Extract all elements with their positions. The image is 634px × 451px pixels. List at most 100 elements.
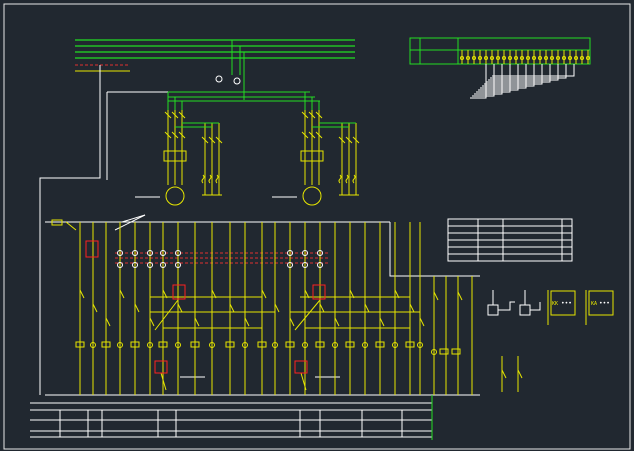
lamp-element xyxy=(209,342,215,348)
lamp-element xyxy=(147,342,153,348)
terminal-point xyxy=(466,56,470,60)
terminal-point xyxy=(490,56,494,60)
coil-element xyxy=(257,341,267,348)
lamp-element xyxy=(90,342,96,348)
main-isolator-switch xyxy=(215,40,245,100)
coil-element xyxy=(190,341,200,348)
right-control-rungs xyxy=(431,276,523,395)
lamp-element xyxy=(175,342,181,348)
terminal-point xyxy=(562,56,566,60)
coil-element xyxy=(101,341,111,348)
terminal-lead xyxy=(476,64,511,93)
contactor-right-label: KA xyxy=(591,301,597,307)
coil-element xyxy=(158,341,168,348)
terminal-point xyxy=(484,56,488,60)
terminal-point xyxy=(574,56,578,60)
terminal-strip xyxy=(409,37,591,99)
terminal-point xyxy=(478,56,482,60)
coil-element xyxy=(375,341,385,348)
contact-symbol xyxy=(364,303,370,313)
contact-symbol xyxy=(244,317,250,327)
terminal-point xyxy=(502,56,506,60)
contact-symbol xyxy=(319,303,325,313)
contact-symbol xyxy=(79,289,85,299)
contact-symbol xyxy=(409,303,415,313)
terminal-circles xyxy=(117,250,323,268)
contact-symbol xyxy=(134,303,140,313)
parameter-table xyxy=(447,218,573,262)
terminal-point xyxy=(520,56,524,60)
coil-element xyxy=(130,341,140,348)
contactor-left-dots: ••• xyxy=(561,300,572,307)
relay-symbols: KK KA ••• ••• xyxy=(487,290,614,325)
lamp-element xyxy=(417,342,423,348)
coil-element xyxy=(225,341,235,348)
terminal-point xyxy=(496,56,500,60)
contact-symbol xyxy=(119,289,125,299)
terminal-lead xyxy=(472,64,495,97)
terminal-lead xyxy=(488,64,559,81)
lamp-element xyxy=(302,342,308,348)
switch-lead xyxy=(160,372,167,391)
red-components xyxy=(85,240,326,374)
switch-lead xyxy=(300,372,307,391)
contact-symbol xyxy=(419,317,425,327)
motor-branch-2 xyxy=(272,92,360,206)
contact-symbol xyxy=(379,317,385,327)
terminal-lead xyxy=(470,64,487,99)
contact-symbol xyxy=(149,317,155,327)
terminal-lead xyxy=(474,64,503,95)
contactor-right-dots: ••• xyxy=(599,300,610,307)
terminal-point xyxy=(544,56,548,60)
lamp-element xyxy=(117,342,123,348)
feeder-lines xyxy=(39,65,320,395)
bottom-title-block xyxy=(30,402,432,438)
terminal-point xyxy=(550,56,554,60)
control-dashed-lines xyxy=(115,252,330,264)
lamp-element xyxy=(392,342,398,348)
contact-symbol xyxy=(92,303,98,313)
terminal-lead xyxy=(482,64,535,87)
contact-symbol xyxy=(194,317,200,327)
main-bus-bars xyxy=(75,39,355,59)
contact-symbol xyxy=(105,317,111,327)
contactor-left-label: KK xyxy=(552,301,558,307)
terminal-point xyxy=(514,56,518,60)
coil-element xyxy=(285,341,295,348)
terminal-lead xyxy=(486,64,551,83)
coil-element xyxy=(345,341,355,348)
terminal-lead xyxy=(478,64,519,91)
terminal-point xyxy=(556,56,560,60)
control-rungs xyxy=(75,222,425,395)
coil-element xyxy=(75,341,85,348)
contact-symbol xyxy=(229,303,235,313)
terminal-point xyxy=(472,56,476,60)
contact-symbol xyxy=(177,303,183,313)
terminal-point xyxy=(532,56,536,60)
control-fuse xyxy=(51,219,77,231)
aux-bus-lines xyxy=(75,64,130,72)
lamp-element xyxy=(332,342,338,348)
motor-branch-1 xyxy=(135,92,223,206)
terminal-point xyxy=(580,56,584,60)
terminal-lead xyxy=(484,64,543,85)
diagonal-lead xyxy=(294,299,321,331)
terminal-point xyxy=(508,56,512,60)
contact-symbol xyxy=(334,317,340,327)
coil-element xyxy=(315,341,325,348)
terminal-point xyxy=(568,56,572,60)
terminal-lead xyxy=(480,64,527,89)
contact-symbol xyxy=(274,303,280,313)
terminal-point xyxy=(538,56,542,60)
contact-symbol xyxy=(261,289,267,299)
lamp-element xyxy=(242,342,248,348)
terminal-lead xyxy=(490,64,567,79)
terminal-point xyxy=(586,56,590,60)
lamp-element xyxy=(272,342,278,348)
coil-element xyxy=(405,341,415,348)
terminal-point xyxy=(460,56,464,60)
terminal-lead xyxy=(492,64,575,77)
terminal-point xyxy=(526,56,530,60)
